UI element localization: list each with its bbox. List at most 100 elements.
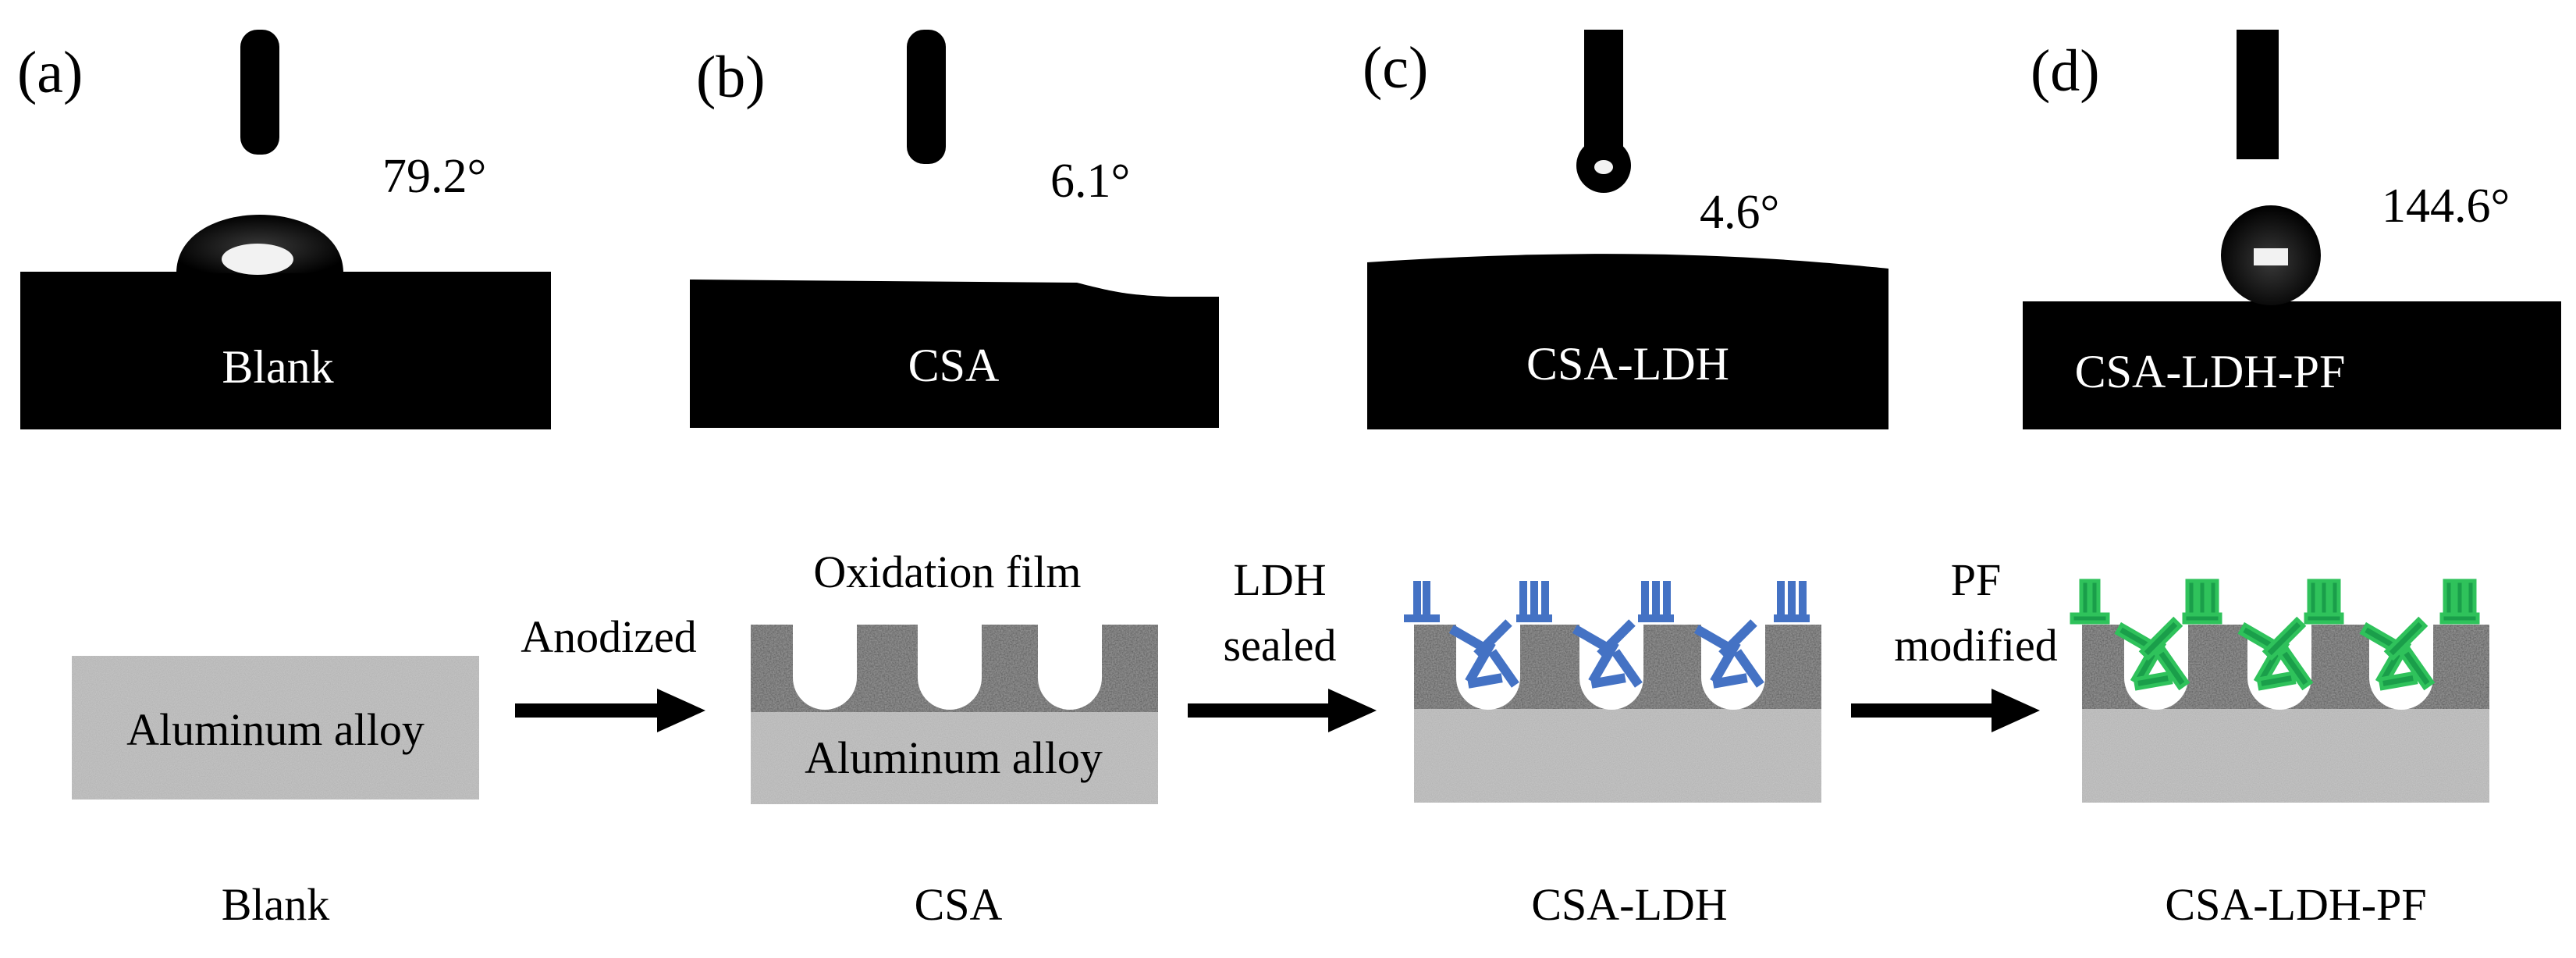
stage-csa-ldh-pf	[2070, 579, 2489, 803]
platelet	[2153, 646, 2190, 691]
platelet	[2133, 671, 2173, 691]
panel-d-letter: (d)	[2031, 38, 2100, 104]
platelet	[1710, 639, 1741, 685]
platelet	[1519, 581, 1527, 621]
panel-b-needle	[907, 30, 946, 164]
platelet	[1641, 581, 1649, 621]
stage-csa-ldh	[1404, 581, 1821, 803]
arrow-anodized-label: Anodized	[521, 611, 697, 662]
csa-substrate-label: Aluminum alloy	[805, 732, 1103, 783]
csa-pore	[1038, 625, 1102, 710]
platelet	[2070, 612, 2110, 625]
platelet	[2383, 616, 2429, 661]
platelet	[1465, 639, 1496, 685]
platelet	[1799, 581, 1807, 621]
platelet	[2439, 612, 2480, 625]
blank-substrate-label: Aluminum alloy	[126, 704, 425, 755]
caption-csa-ldh: CSA-LDH	[1531, 879, 1727, 930]
platelet	[2182, 612, 2222, 625]
pf-substrate-layer	[2082, 709, 2489, 803]
panel-a: (a) 79.2° Blank	[17, 30, 551, 429]
panel-d-droplet-highlight	[2254, 248, 2288, 265]
arrow-ldh-head	[1328, 689, 1377, 732]
platelet	[1467, 673, 1503, 689]
platelet	[2262, 616, 2307, 661]
panel-d: (d) 144.6° CSA-LDH-PF	[2023, 30, 2561, 429]
platelet	[2138, 616, 2183, 661]
panel-a-letter: (a)	[17, 40, 83, 105]
platelet	[1777, 581, 1785, 621]
arrow-pf-label-line2: modified	[1894, 620, 2057, 671]
panel-c-droplet-highlight	[1594, 160, 1613, 174]
panel-d-needle	[2237, 30, 2279, 159]
ldh-platelets	[1404, 581, 1810, 689]
arrow-anodized-head	[657, 689, 705, 732]
panel-c-name: CSA-LDH	[1526, 338, 1729, 390]
panel-b-name: CSA	[908, 340, 1000, 391]
platelet	[1638, 614, 1674, 622]
schematic-captions: Blank CSA CSA-LDH CSA-LDH-PF	[222, 879, 2427, 930]
panel-a-droplet-highlight	[222, 244, 293, 275]
panel-c: (c) 4.6° CSA-LDH	[1363, 30, 1888, 429]
ldh-substrate-layer	[1414, 709, 1821, 803]
arrow-anodized: Anodized	[515, 611, 705, 732]
platelet	[2256, 671, 2297, 691]
panel-b: (b) 6.1° CSA	[690, 30, 1219, 428]
platelet	[1413, 581, 1421, 621]
platelet	[1473, 619, 1512, 658]
platelet	[1488, 649, 1519, 688]
platelet	[1404, 614, 1440, 622]
blank-substrate-block	[72, 656, 479, 800]
panel-c-letter: (c)	[1363, 35, 1428, 101]
panel-d-substrate	[2023, 301, 2561, 429]
panel-d-angle: 144.6°	[2382, 180, 2510, 233]
csa-pore	[793, 625, 857, 710]
platelet	[1541, 581, 1549, 621]
stage-blank: Aluminum alloy	[72, 656, 479, 800]
platelet	[1788, 581, 1796, 621]
caption-csa-ldh-pf: CSA-LDH-PF	[2165, 879, 2426, 930]
platelet	[2276, 646, 2314, 691]
panel-d-name: CSA-LDH-PF	[2075, 346, 2346, 397]
oxidation-film-label: Oxidation film	[813, 547, 1081, 597]
arrow-pf-label-line1: PF	[1951, 554, 2002, 605]
pf-platelets	[2070, 579, 2480, 691]
panel-b-letter: (b)	[696, 45, 766, 110]
platelet	[1530, 581, 1538, 621]
arrow-pf-modified: PF modified	[1851, 554, 2058, 732]
platelet	[1588, 639, 1619, 685]
stage-csa: Oxidation film Aluminum alloy	[751, 547, 1158, 804]
arrow-pf-head	[1992, 689, 2040, 732]
panel-b-substrate	[690, 280, 1219, 428]
platelet	[1718, 619, 1757, 658]
arrow-ldh-sealed: LDH sealed	[1188, 554, 1377, 732]
arrow-ldh-label-line1: LDH	[1233, 554, 1326, 605]
caption-blank: Blank	[222, 879, 330, 930]
platelet	[1733, 649, 1764, 688]
panel-c-substrate	[1367, 254, 1888, 429]
csa-pore	[918, 625, 982, 710]
csa-substrate-layer	[751, 712, 1158, 804]
platelet	[1597, 619, 1636, 658]
panel-a-substrate	[20, 272, 551, 429]
caption-csa: CSA	[915, 879, 1003, 930]
arrow-ldh-label-line2: sealed	[1224, 620, 1337, 671]
platelet	[1590, 673, 1626, 689]
panel-c-needle	[1584, 30, 1623, 156]
platelet	[1663, 581, 1671, 621]
panel-b-angle: 6.1°	[1050, 155, 1130, 208]
panel-a-angle: 79.2°	[382, 150, 486, 203]
platelet	[1774, 614, 1810, 622]
platelet	[1611, 649, 1643, 688]
platelet	[2398, 646, 2436, 691]
platelet	[1423, 581, 1430, 621]
platelet	[2378, 671, 2418, 691]
platelet	[1652, 581, 1660, 621]
platelet	[1712, 673, 1748, 689]
panel-a-name: Blank	[222, 341, 333, 393]
panel-a-needle	[240, 30, 279, 155]
panel-c-angle: 4.6°	[1700, 186, 1779, 239]
platelet	[2304, 612, 2344, 625]
platelet	[1516, 614, 1552, 622]
